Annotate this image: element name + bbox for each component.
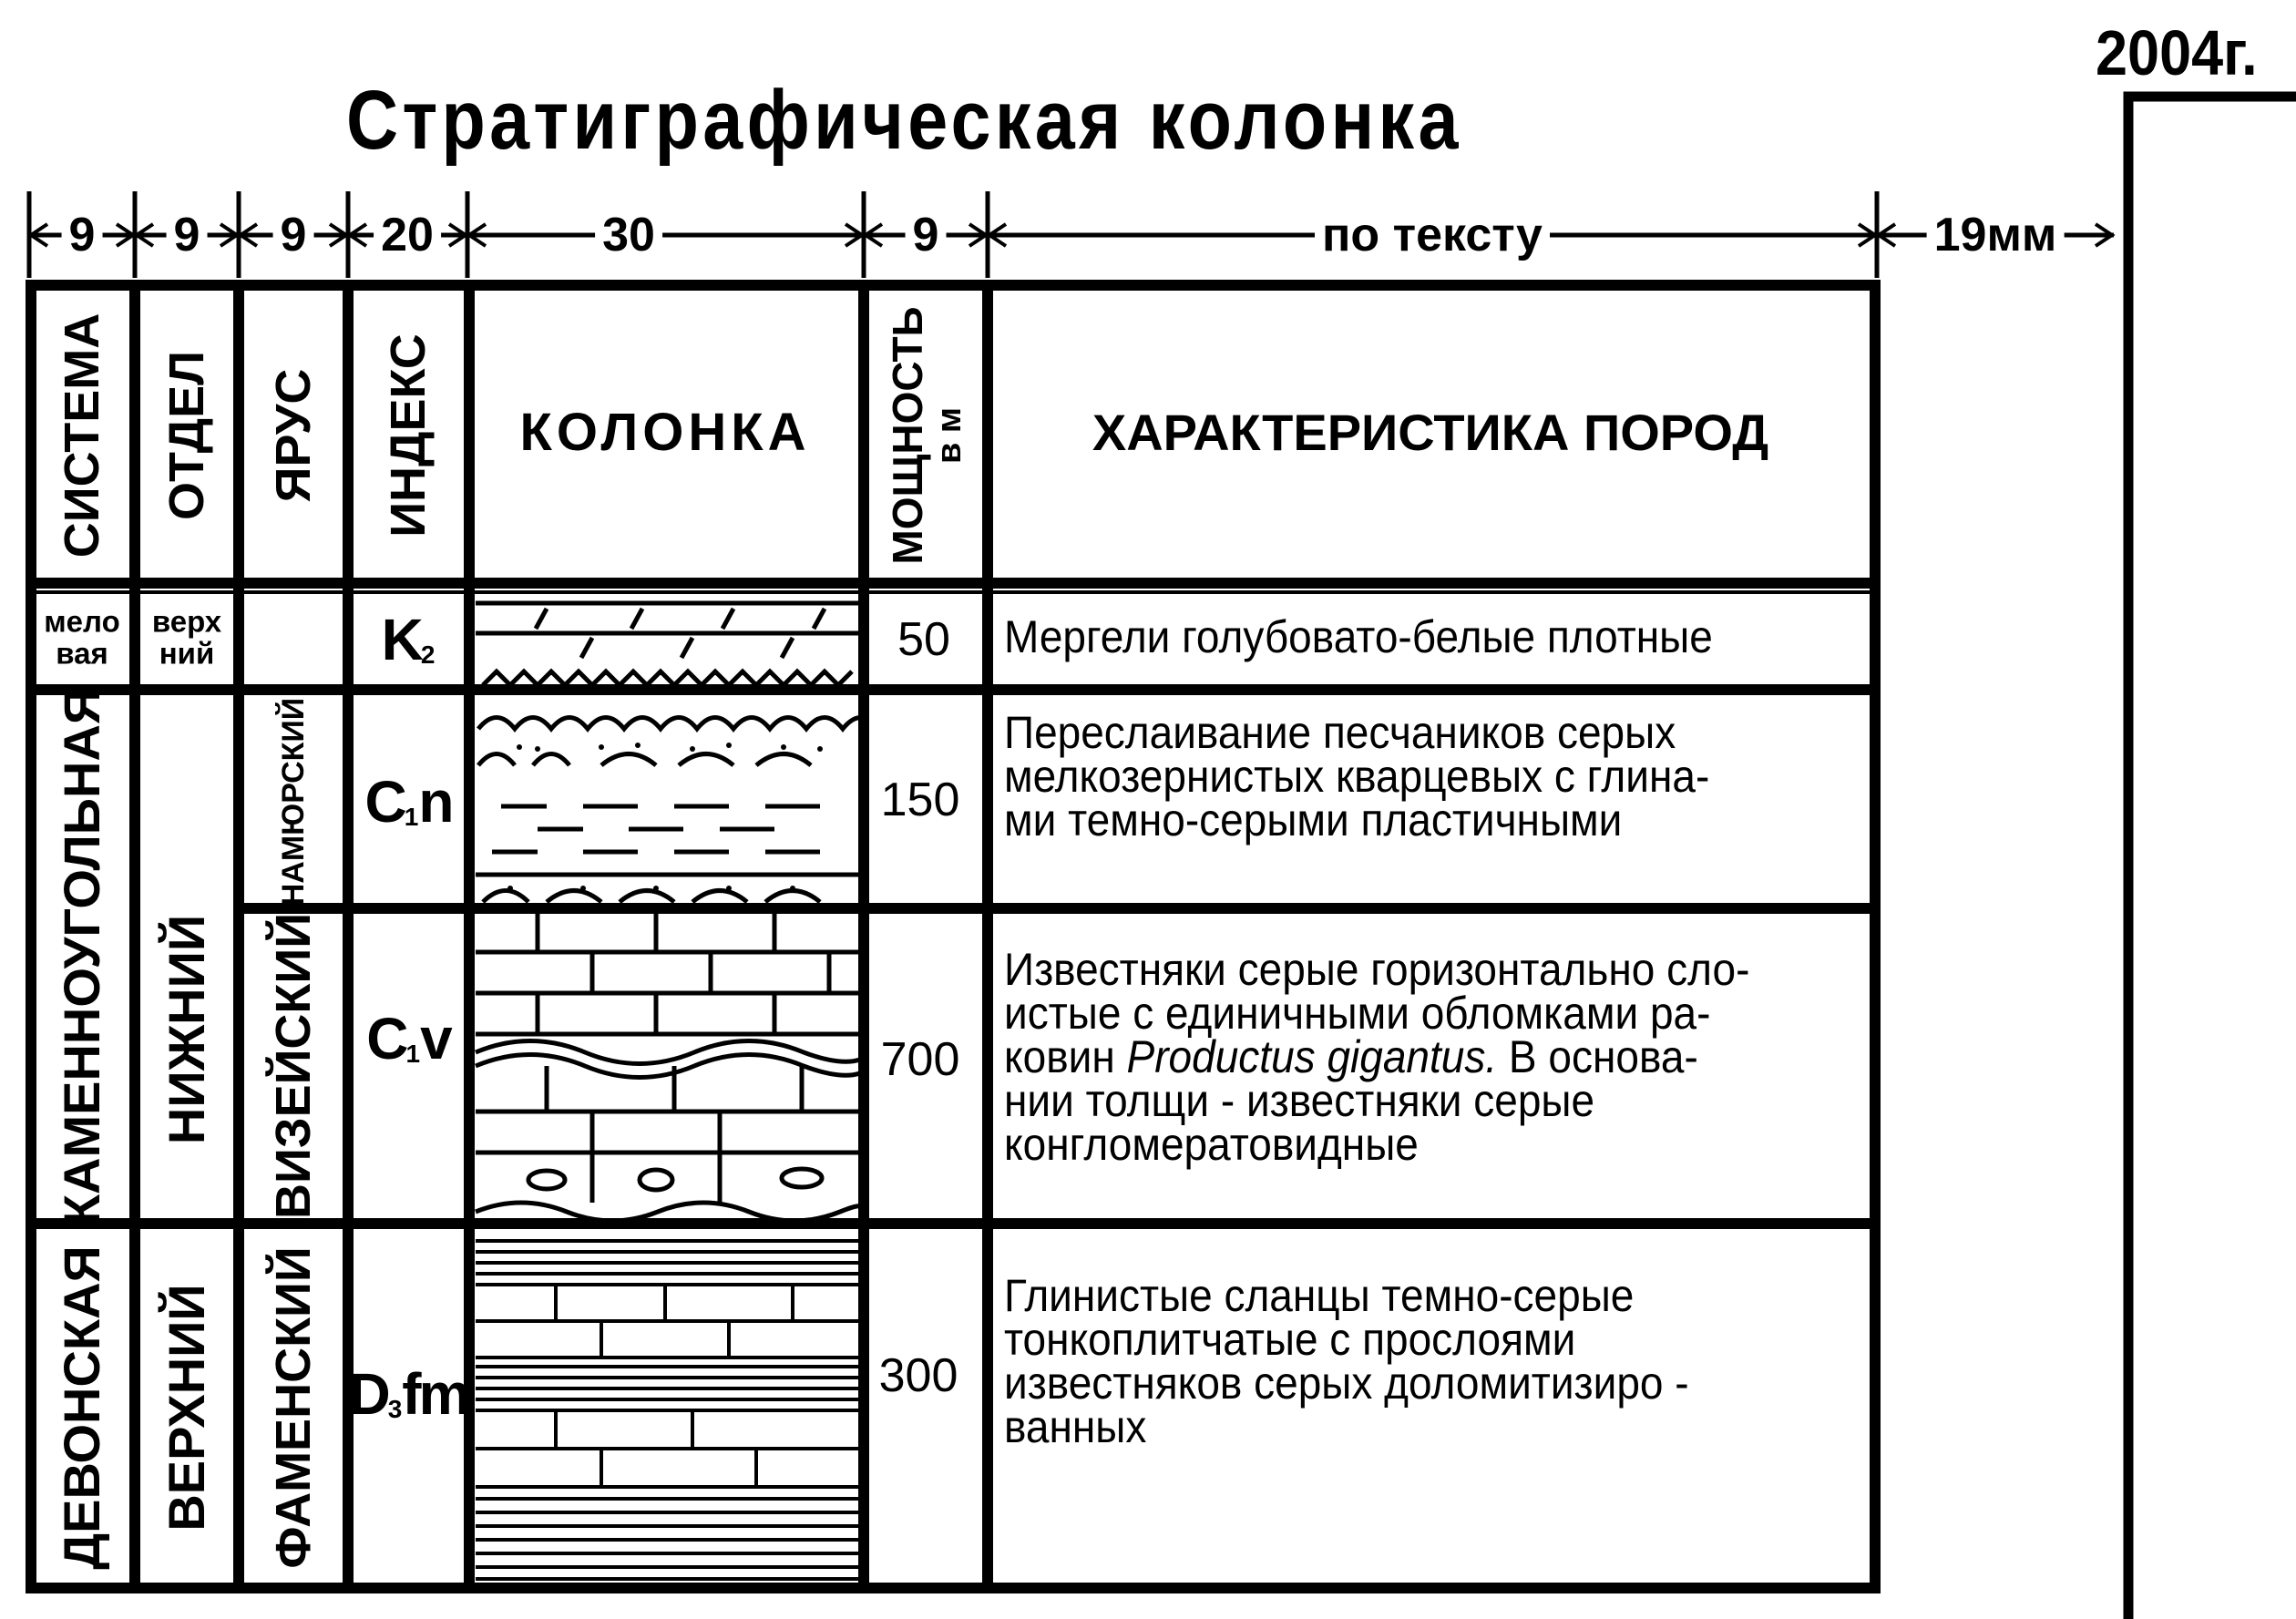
dim-thickness-width: 9 xyxy=(905,211,947,259)
year-label: 2004г. xyxy=(2096,17,2258,88)
index-d3fm: D3fm xyxy=(348,1361,470,1427)
description-k2: Мергели голубовато-белые плотные xyxy=(1004,611,1713,662)
dim-series-width: 9 xyxy=(166,211,208,259)
system-devonian: ДЕВОНСКАЯ xyxy=(53,1245,110,1570)
stage-namurian: НАМЮРСКИЙ xyxy=(276,697,311,907)
index-c1n: C1n xyxy=(364,769,455,835)
thickness-k2: 50 xyxy=(897,613,950,666)
thickness-c1n: 150 xyxy=(880,774,960,826)
index-c1v: C1v xyxy=(366,1006,452,1071)
description-d3fm: Глинистые сланцы темно-серые тонкоплитча… xyxy=(1004,1270,1689,1452)
marl-pattern xyxy=(476,600,860,688)
series-upper: ВЕРХНИЙ xyxy=(158,1284,215,1532)
series-lower: НИЖНИЙ xyxy=(158,914,215,1145)
header-column: КОЛОНКА xyxy=(519,403,811,462)
dim-margin-width: 19мм xyxy=(1926,211,2065,259)
dim-index-width: 20 xyxy=(374,211,441,259)
stage-visean: ВИЗЕЙСКИЙ xyxy=(266,912,321,1220)
species-name: Productus gigantus. xyxy=(1126,1031,1498,1082)
shale-limestone-pattern xyxy=(476,1239,860,1581)
limestone-pattern xyxy=(475,911,860,1221)
header-system: СИСТЕМА xyxy=(55,313,109,558)
thickness-d3fm: 300 xyxy=(878,1349,958,1402)
dim-column-width: 30 xyxy=(595,211,662,259)
sandstone-clay-pattern xyxy=(476,715,860,904)
header-thickness-unit: в м xyxy=(930,406,969,465)
system-carboniferous: КАМЕННОУГОЛЬНАЯ xyxy=(53,687,110,1226)
header-series: ОТДЕЛ xyxy=(159,350,214,521)
header-description: ХАРАКТЕРИСТИКА ПОРОД xyxy=(1092,404,1769,461)
header-index: ИНДЕКС xyxy=(381,333,436,538)
index-k2: K2 xyxy=(381,607,436,672)
dim-description-width: по тексту xyxy=(1315,211,1550,259)
dim-stage-width: 9 xyxy=(272,211,314,259)
description-c1n: Переслаивание песчаников серых мелкозерн… xyxy=(1004,707,1710,845)
header-stage: ЯРУС xyxy=(266,368,321,503)
page-title: Стратиграфическая колонка xyxy=(346,74,1462,167)
header-thickness: МОЩНОСТЬ xyxy=(884,306,931,565)
thickness-c1v: 700 xyxy=(880,1033,960,1086)
description-c1v: Известняки серые горизонтально сло- исты… xyxy=(1004,944,1750,1170)
stage-famennian: ФАМЕНСКИЙ xyxy=(266,1246,321,1569)
dim-system-width: 9 xyxy=(61,211,103,259)
